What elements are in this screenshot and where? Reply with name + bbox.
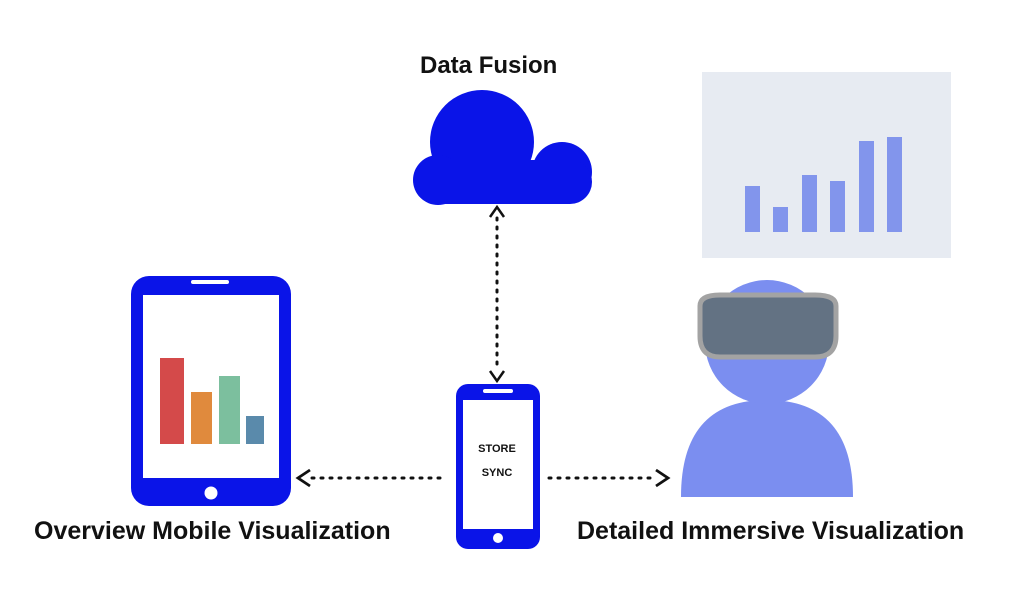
phone-home-button	[493, 533, 503, 543]
tablet-speaker	[191, 280, 229, 284]
tablet-bar	[219, 376, 240, 444]
tablet-home-button	[204, 486, 218, 500]
phone-sync-label: SYNC	[481, 467, 513, 479]
cloud-icon	[413, 90, 592, 205]
tablet-bar	[246, 416, 264, 444]
arrowhead-left	[295, 468, 311, 488]
tablet-bar	[160, 358, 184, 444]
phone-store-label: STORE	[478, 443, 516, 455]
mobile-title: Overview Mobile Visualization	[34, 517, 391, 545]
floating-bar-chart-panel	[702, 72, 951, 258]
cloud-title: Data Fusion	[420, 52, 558, 79]
arrowhead-down	[488, 370, 506, 384]
phone-speaker	[483, 389, 513, 393]
panel-bar	[773, 207, 788, 232]
person-with-vr-headset-icon	[681, 280, 853, 497]
panel-bar	[745, 186, 760, 232]
person-body	[681, 400, 853, 497]
arrowhead-right	[655, 468, 671, 488]
tablet-bar	[191, 392, 212, 444]
panel-bar	[830, 181, 845, 232]
smartphone-icon	[456, 384, 540, 549]
panel-bar	[887, 137, 902, 232]
connectors	[295, 204, 671, 488]
vr-headset-icon	[697, 292, 839, 360]
immersive-title: Detailed Immersive Visualization	[577, 517, 965, 545]
arrowhead-up	[488, 204, 506, 218]
tablet-icon	[131, 276, 291, 506]
panel-bar	[859, 141, 874, 232]
panel-background	[702, 72, 951, 258]
panel-bar	[802, 175, 817, 232]
